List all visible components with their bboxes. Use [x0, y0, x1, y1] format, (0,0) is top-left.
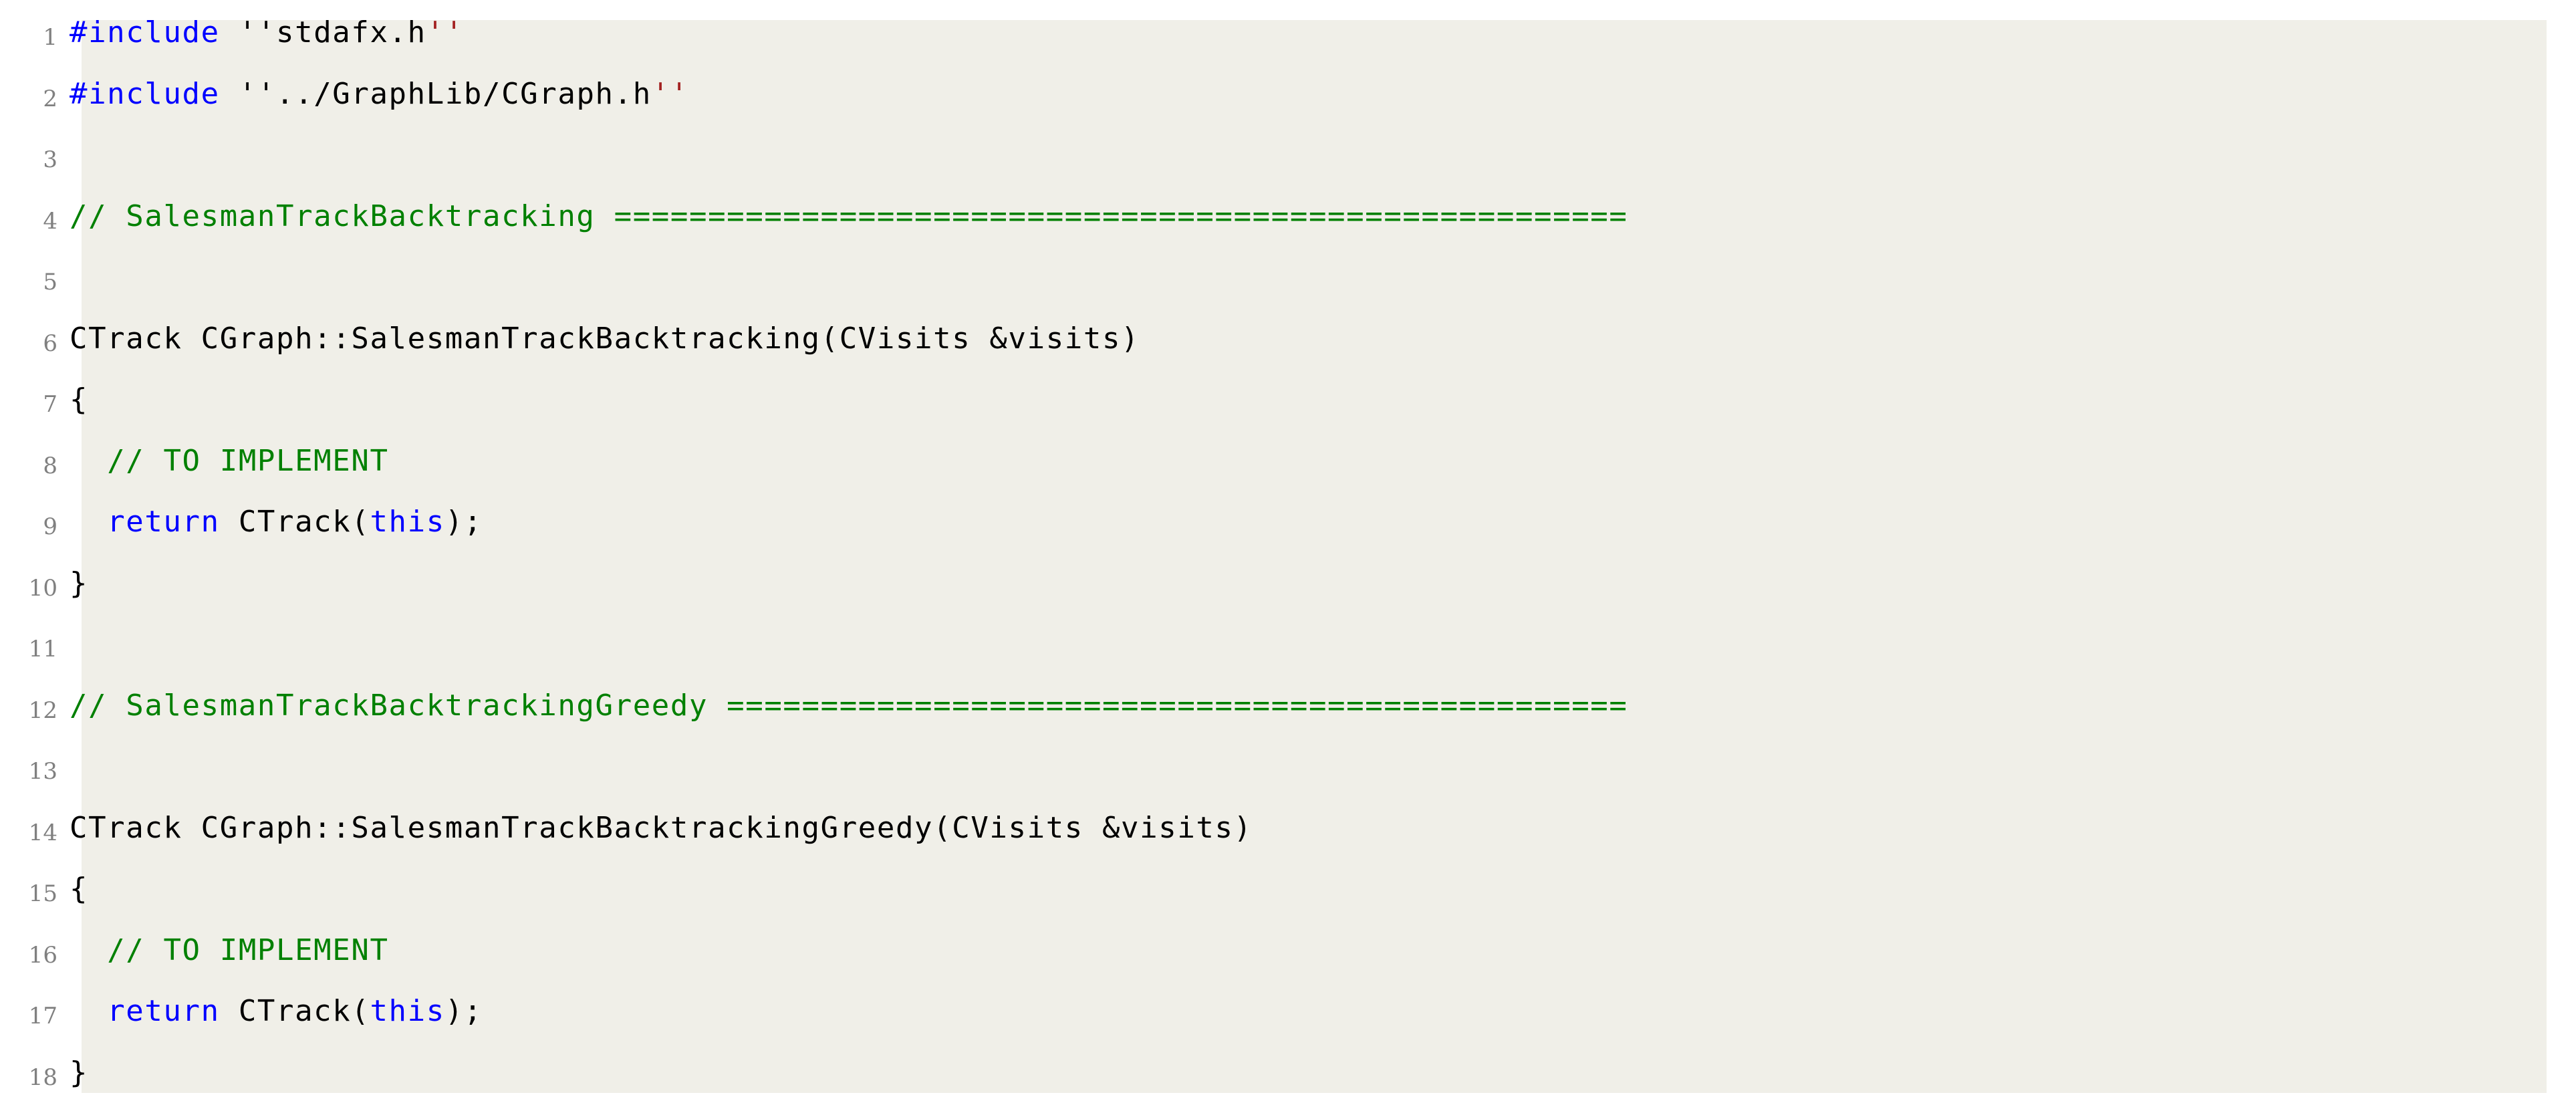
code-line: 9 return CTrack(this);	[0, 491, 2576, 553]
token-plain: {	[70, 382, 89, 416]
code-line-content: }	[70, 553, 2576, 614]
code-line-content: // SalesmanTrackBacktracking ===========…	[70, 186, 2576, 247]
token-plain: CTrack(	[219, 994, 370, 1028]
token-plain	[70, 505, 107, 539]
code-line-content: // TO IMPLEMENT	[70, 430, 2576, 492]
line-number: 7	[43, 391, 57, 418]
token-cmt: // TO IMPLEMENT	[107, 933, 389, 967]
code-line-content: CTrack CGraph::SalesmanTrackBacktracking…	[70, 797, 2576, 859]
code-line-content: // TO IMPLEMENT	[70, 920, 2576, 981]
code-line: 14 CTrack CGraph::SalesmanTrackBacktracki…	[0, 797, 2576, 859]
code-line: 15 {	[0, 858, 2576, 920]
code-line-content: // SalesmanTrackBacktrackingGreedy =====…	[70, 675, 2576, 737]
line-number: 5	[43, 269, 57, 295]
code-line: 16 // TO IMPLEMENT	[0, 920, 2576, 981]
token-kw: this	[370, 994, 445, 1028]
code-line: 1 #include ''stdafx.h''	[0, 2, 2576, 64]
token-cmt: // SalesmanTrackBacktracking ===========…	[70, 199, 1628, 233]
token-plain: {	[70, 872, 89, 906]
token-plain	[70, 444, 107, 478]
code-line-content: #include ''stdafx.h''	[70, 2, 2576, 64]
token-cmt: // TO IMPLEMENT	[107, 443, 389, 478]
token-plain: CTrack CGraph::SalesmanTrackBacktracking…	[70, 321, 1140, 356]
line-number: 16	[28, 941, 57, 969]
code-line-content: ​	[70, 247, 2576, 308]
token-plain: CTrack CGraph::SalesmanTrackBacktracking…	[70, 810, 1253, 845]
token-plain	[70, 933, 107, 967]
code-line-content: CTrack CGraph::SalesmanTrackBacktracking…	[70, 308, 2576, 370]
line-number: 8	[43, 452, 57, 479]
code-line-content: return CTrack(this);	[70, 981, 2576, 1042]
token-plain: );	[444, 994, 483, 1028]
code-line: 7{	[0, 369, 2576, 430]
code-line-content: ​	[70, 736, 2576, 797]
token-plain: );	[444, 505, 483, 539]
token-str: ''../GraphLib/CGraph.h	[238, 76, 652, 111]
line-number: 9	[43, 513, 57, 540]
token-plain	[70, 994, 107, 1028]
line-number: 6	[43, 330, 57, 357]
code-line: 2 #include ''../GraphLib/CGraph.h''	[0, 64, 2576, 125]
code-line: 18}	[0, 1042, 2576, 1104]
line-number: 11	[28, 636, 57, 662]
line-number: 13	[28, 758, 57, 785]
code-line-content: {	[70, 858, 2576, 920]
token-cmt: // SalesmanTrackBacktrackingGreedy =====…	[70, 688, 1628, 723]
code-line-content: ​	[70, 124, 2576, 186]
token-plain	[220, 15, 239, 49]
line-number: 2	[43, 85, 57, 112]
token-pre: #include	[70, 76, 220, 111]
line-number: 12	[28, 697, 57, 724]
line-number: 3	[43, 146, 57, 173]
code-line: 12 // SalesmanTrackBacktrackingGreedy ===…	[0, 675, 2576, 737]
code-line: 11 ​	[0, 614, 2576, 675]
line-number: 10	[28, 574, 57, 602]
code-line: 8 // TO IMPLEMENT	[0, 430, 2576, 492]
code-line-content: return CTrack(this);	[70, 491, 2576, 553]
line-number: 15	[28, 880, 57, 907]
line-number: 1	[43, 24, 57, 51]
code-line: 4 // SalesmanTrackBacktracking ==========…	[0, 186, 2576, 247]
token-plain: CTrack(	[219, 505, 370, 539]
code-line: 6 CTrack CGraph::SalesmanTrackBacktrackin…	[0, 308, 2576, 370]
code-line: 5​	[0, 247, 2576, 308]
token-strq: ''	[651, 76, 690, 111]
line-number: 14	[28, 819, 57, 846]
code-line: 3​	[0, 124, 2576, 186]
token-pre: #include	[70, 15, 220, 49]
line-number: 17	[28, 1003, 57, 1029]
code-line: 17 return CTrack(this);	[0, 981, 2576, 1042]
code-line-content: {	[70, 369, 2576, 430]
code-line-content: }	[70, 1042, 2576, 1104]
token-str: ''stdafx.h	[238, 15, 426, 49]
token-kw: return	[107, 505, 220, 539]
code-line-content: #include ''../GraphLib/CGraph.h''	[70, 64, 2576, 125]
code-line-content: ​	[70, 614, 2576, 675]
code-panel-background	[82, 20, 2547, 1093]
token-strq: ''	[426, 15, 464, 49]
token-kw: return	[107, 994, 220, 1028]
code-line: 10}	[0, 553, 2576, 614]
line-number: 4	[43, 207, 57, 235]
line-number: 18	[28, 1064, 57, 1091]
code-line: 13 ​	[0, 736, 2576, 797]
token-plain	[220, 77, 239, 111]
token-plain: }	[70, 566, 89, 600]
token-kw: this	[370, 505, 445, 539]
token-plain: }	[70, 1055, 89, 1090]
